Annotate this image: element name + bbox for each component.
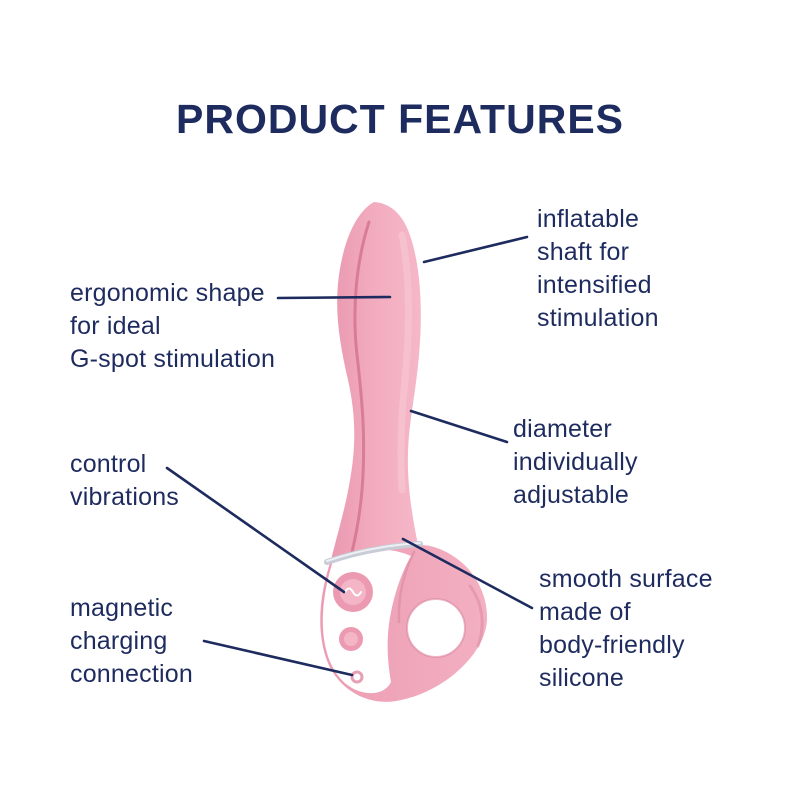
handle-ring-hole	[407, 599, 465, 657]
feature-label-smooth-surface: smooth surface made of body-friendly sil…	[539, 565, 713, 692]
handle-thumb-notch	[397, 550, 416, 624]
device-vibration-wave-icon	[344, 587, 362, 597]
handle-ring-shading	[468, 584, 484, 648]
feature-label-magnetic-charging: magnetic charging connection	[70, 594, 193, 688]
callout-line-diameter	[409, 409, 509, 444]
feature-label-inflatable-shaft: inflatable shaft for intensified stimula…	[537, 205, 659, 332]
feature-label-diameter: diameter individually adjustable	[513, 415, 638, 509]
device-secondary-button-center	[344, 632, 358, 646]
feature-label-control-vibrations: control vibrations	[70, 450, 179, 511]
page-title: PRODUCT FEATURES	[175, 96, 625, 143]
callout-line-control	[165, 466, 346, 594]
feature-label-ergonomic-shape: ergonomic shape for ideal G-spot stimula…	[70, 279, 276, 373]
device-charging-contact-icon	[350, 670, 364, 684]
callout-line-smooth	[401, 537, 534, 610]
device-shaft-crease	[350, 220, 371, 554]
callout-line-magnetic	[202, 639, 354, 677]
handle-ring-hole-shadow	[406, 598, 466, 658]
callout-line-inflatable	[422, 235, 529, 264]
device-shaft-highlight	[397, 231, 412, 494]
callout-line-ergonomic	[276, 295, 392, 300]
